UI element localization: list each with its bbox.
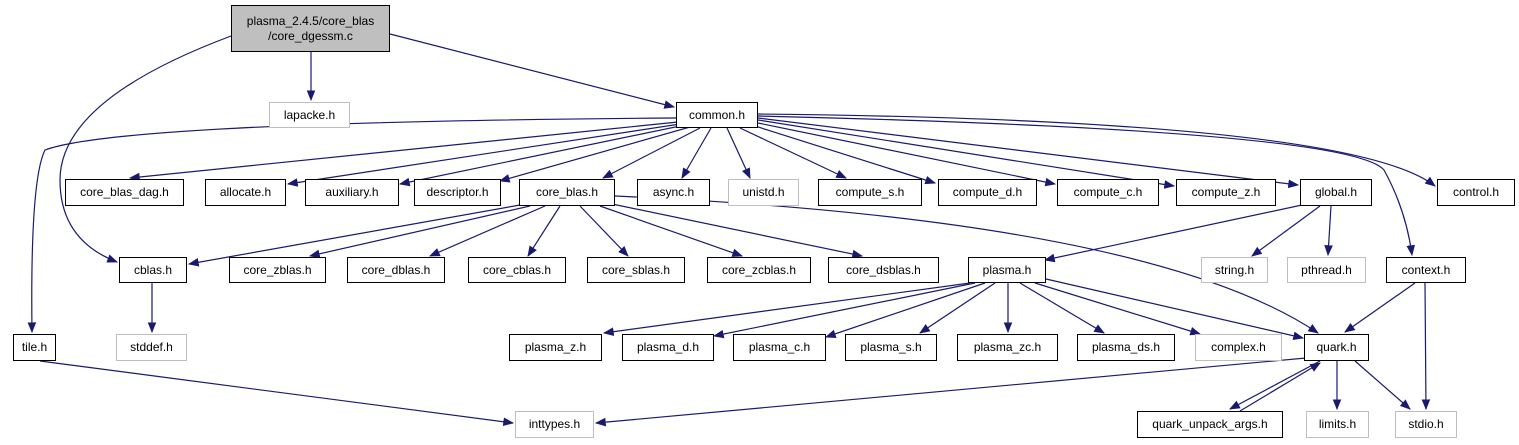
edge-root-cblas [59, 35, 232, 263]
edge-core-blas-core-zblas [308, 205, 531, 259]
edge-common-global [757, 117, 1300, 189]
node-plasma-zc-h[interactable]: plasma_zc.h [957, 334, 1058, 361]
node-plasma-c-h[interactable]: plasma_c.h [733, 334, 826, 361]
node-limits-h: limits.h [1306, 411, 1369, 438]
edge-plasma-plasma-z [602, 282, 971, 336]
node-complex-h: complex.h [1195, 334, 1282, 361]
edge-common-descriptor [498, 126, 691, 183]
edge-core-blas-core-zcblas [599, 205, 744, 257]
node-plasma-h[interactable]: plasma.h [968, 257, 1046, 283]
node-global-h[interactable]: global.h [1300, 179, 1372, 206]
edge-plasma-plasma-d [712, 282, 976, 339]
edge-core-blas-core-dblas [429, 205, 546, 257]
node-quark-unpack-args-h[interactable]: quark_unpack_args.h [1137, 411, 1283, 438]
edge-common-core-blas-dag [128, 121, 679, 182]
edge-global-pthread [1324, 205, 1333, 257]
node-stdio-h: stdio.h [1395, 411, 1457, 438]
node-cblas-h[interactable]: cblas.h [119, 257, 187, 283]
edge-common-compute-c [757, 122, 1057, 187]
node-core-blas-h[interactable]: core_blas.h [519, 179, 615, 206]
edge-plasma-quark [1045, 278, 1305, 341]
edge-common-compute-d [754, 125, 937, 185]
node-core-zblas-h[interactable]: core_zblas.h [229, 257, 326, 283]
node-context-h[interactable]: context.h [1386, 257, 1466, 283]
edge-quark-stdio [1354, 360, 1411, 410]
node-core-dsblas-h[interactable]: core_dsblas.h [828, 257, 939, 283]
node-allocate-h[interactable]: allocate.h [205, 179, 286, 206]
edge-common-unistd [726, 127, 751, 179]
edge-core-blas-core-sblas [579, 205, 629, 257]
node-inttypes-h: inttypes.h [515, 411, 594, 438]
node-async-h[interactable]: async.h [637, 179, 710, 206]
node-root-file: plasma_2.4.5/core_blas /core_dgessm.c [231, 5, 390, 52]
edge-common-auxiliary [398, 124, 686, 187]
edge-context-quark [1344, 282, 1416, 333]
node-pthread-h: pthread.h [1287, 257, 1366, 283]
edge-plasma-plasma-c [824, 282, 986, 338]
edge-common-compute-s [739, 127, 847, 179]
node-compute-s-h[interactable]: compute_s.h [818, 179, 922, 206]
node-descriptor-h[interactable]: descriptor.h [414, 179, 501, 206]
node-quark-h[interactable]: quark.h [1304, 334, 1369, 361]
node-lapacke-h: lapacke.h [269, 102, 350, 128]
node-compute-z-h[interactable]: compute_z.h [1176, 179, 1276, 206]
node-stddef-h: stddef.h [116, 334, 187, 361]
edge-common-allocate [286, 123, 681, 187]
node-plasma-s-h[interactable]: plasma_s.h [845, 334, 937, 361]
edge-common-async [681, 127, 712, 179]
edge-plasma-plasma-s [919, 282, 996, 334]
node-string-h: string.h [1201, 257, 1268, 283]
edge-quark-unpack-args-quark [1239, 362, 1321, 412]
node-tile-h[interactable]: tile.h [13, 334, 56, 361]
node-auxiliary-h[interactable]: auxiliary.h [305, 179, 399, 206]
edge-root-common [389, 33, 676, 109]
edge-common-core-blas [602, 127, 701, 179]
node-core-blas-dag-h[interactable]: core_blas_dag.h [65, 179, 184, 206]
edge-global-plasma [1043, 204, 1303, 263]
node-plasma-z-h[interactable]: plasma_z.h [509, 334, 602, 361]
node-plasma-d-h[interactable]: plasma_d.h [622, 334, 714, 361]
node-core-sblas-h[interactable]: core_sblas.h [587, 257, 685, 283]
edge-core-blas-core-dsblas [611, 203, 864, 259]
edge-quark-inttypes [594, 357, 1307, 427]
node-control-h[interactable]: control.h [1437, 179, 1515, 206]
edge-tile-inttypes [39, 360, 515, 427]
node-plasma-ds-h[interactable]: plasma_ds.h [1077, 334, 1175, 361]
node-compute-d-h[interactable]: compute_d.h [938, 179, 1037, 206]
edge-plasma-complex [1034, 282, 1202, 336]
edge-core-blas-cblas [187, 204, 521, 267]
edge-plasma-plasma-ds [1019, 282, 1105, 334]
edge-common-compute-z [757, 119, 1176, 189]
node-core-cblas-h[interactable]: core_cblas.h [468, 257, 566, 283]
node-compute-c-h[interactable]: compute_c.h [1057, 179, 1159, 206]
node-unistd-h: unistd.h [728, 179, 799, 206]
node-core-zcblas-h[interactable]: core_zcblas.h [707, 257, 811, 283]
edge-global-string [1251, 205, 1321, 257]
edge-context-stdio [1421, 282, 1431, 411]
edge-common-control [757, 113, 1436, 187]
edge-common-tile [27, 117, 677, 334]
edge-quark-quark-unpack-args [1229, 360, 1321, 410]
node-core-dblas-h[interactable]: core_dblas.h [347, 257, 445, 283]
node-common-h[interactable]: common.h [676, 102, 758, 128]
edge-core-blas-core-cblas [527, 205, 561, 257]
edge-common-context [757, 115, 1415, 257]
